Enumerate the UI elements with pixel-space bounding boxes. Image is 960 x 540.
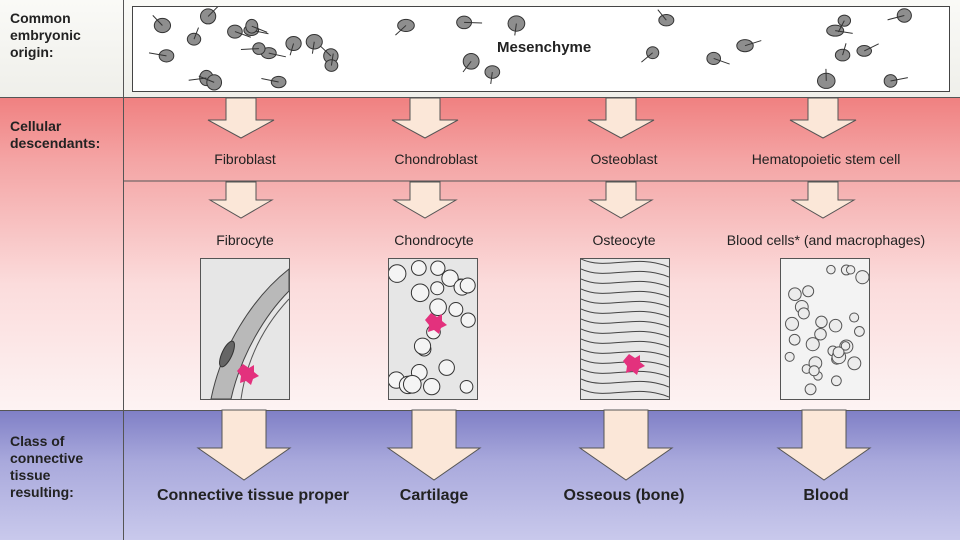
blood-cell — [798, 308, 809, 319]
bone-lamella — [581, 389, 669, 397]
bone-lamella — [581, 379, 669, 387]
blood-cell — [803, 286, 814, 297]
blood-cell — [855, 327, 865, 337]
blood-cell — [846, 266, 854, 274]
bone-lamella — [581, 369, 669, 377]
class-label-cartilage: Cartilage — [400, 487, 468, 505]
blood-cell — [856, 271, 869, 284]
chondrocyte-lacuna — [439, 360, 455, 376]
chondrocyte-lacuna — [424, 378, 440, 394]
osteocyte-tissue-image — [580, 258, 670, 400]
chondrocyte-lacuna — [430, 299, 447, 316]
bone-lamella — [581, 289, 669, 297]
blood-cell — [827, 265, 835, 273]
arrow-to-fibroblast — [208, 98, 274, 138]
bone-lamella — [581, 339, 669, 347]
arrow-to-cartilage — [388, 410, 480, 480]
blood-cell — [785, 352, 794, 361]
blood-cell — [786, 317, 799, 330]
chondrocyte-lacuna — [460, 278, 475, 293]
chondrocyte-lacuna — [403, 375, 421, 393]
blood-tissue-image — [780, 258, 870, 400]
chondrocyte-lacuna — [461, 313, 475, 327]
blast-label-osteoblast: Osteoblast — [591, 151, 658, 167]
cell-label-fibrocyte: Fibrocyte — [216, 232, 274, 248]
blood-cell — [831, 376, 841, 386]
blood-cell — [805, 384, 816, 395]
bone-lamella — [581, 259, 669, 267]
chondrocyte-lacuna — [414, 338, 430, 354]
chondrocyte-lacuna — [431, 282, 444, 295]
chondrocyte-lacuna — [411, 284, 429, 302]
arrow-to-fibrocyte — [210, 182, 272, 218]
blood-cell — [809, 366, 819, 376]
arrow-to-blood — [778, 410, 870, 480]
chondrocyte-lacuna — [411, 261, 426, 276]
highlight-star — [425, 313, 447, 334]
bone-lamella — [581, 349, 669, 357]
arrow-to-hsc — [790, 98, 856, 138]
blood-cell — [850, 313, 859, 322]
arrow-to-osteocyte — [590, 182, 652, 218]
bone-lamella — [581, 269, 669, 277]
chondrocyte-lacuna — [389, 265, 406, 283]
chondrocyte-lacuna — [449, 303, 463, 317]
arrow-to-chondroblast — [392, 98, 458, 138]
blood-cell — [789, 334, 800, 345]
blast-label-hsc: Hematopoietic stem cell — [752, 151, 901, 167]
blood-cell — [848, 357, 861, 370]
bone-lamella — [581, 279, 669, 287]
arrow-to-ct-proper — [198, 410, 290, 480]
bone-lamella — [581, 299, 669, 307]
class-label-osseous: Osseous (bone) — [564, 487, 685, 505]
blast-label-fibroblast: Fibroblast — [214, 151, 275, 167]
class-label-blood: Blood — [803, 487, 848, 505]
blood-cell — [816, 316, 828, 328]
arrow-to-osteoblast — [588, 98, 654, 138]
blood-cell — [789, 288, 802, 301]
chondrocyte-lacuna — [460, 380, 473, 393]
blast-label-chondroblast: Chondroblast — [394, 151, 477, 167]
bone-lamella — [581, 319, 669, 327]
bone-lamella — [581, 309, 669, 317]
class-label-ct-proper: Connective tissue proper — [157, 487, 349, 505]
arrow-to-chondrocyte — [394, 182, 456, 218]
cell-label-osteocyte: Osteocyte — [592, 232, 655, 248]
cell-label-blood-cells: Blood cells* (and macrophages) — [727, 232, 925, 248]
arrow-to-osseous — [580, 410, 672, 480]
chondrocyte-lacuna — [431, 261, 445, 275]
arrow-to-blood-cells — [792, 182, 854, 218]
bone-lamella — [581, 329, 669, 337]
chondrocyte-tissue-image — [388, 258, 478, 400]
blood-cell — [815, 328, 827, 340]
fibrocyte-tissue-image — [200, 258, 290, 400]
blood-cell — [829, 319, 841, 331]
cell-label-chondrocyte: Chondrocyte — [394, 232, 473, 248]
blood-cell — [841, 342, 850, 351]
